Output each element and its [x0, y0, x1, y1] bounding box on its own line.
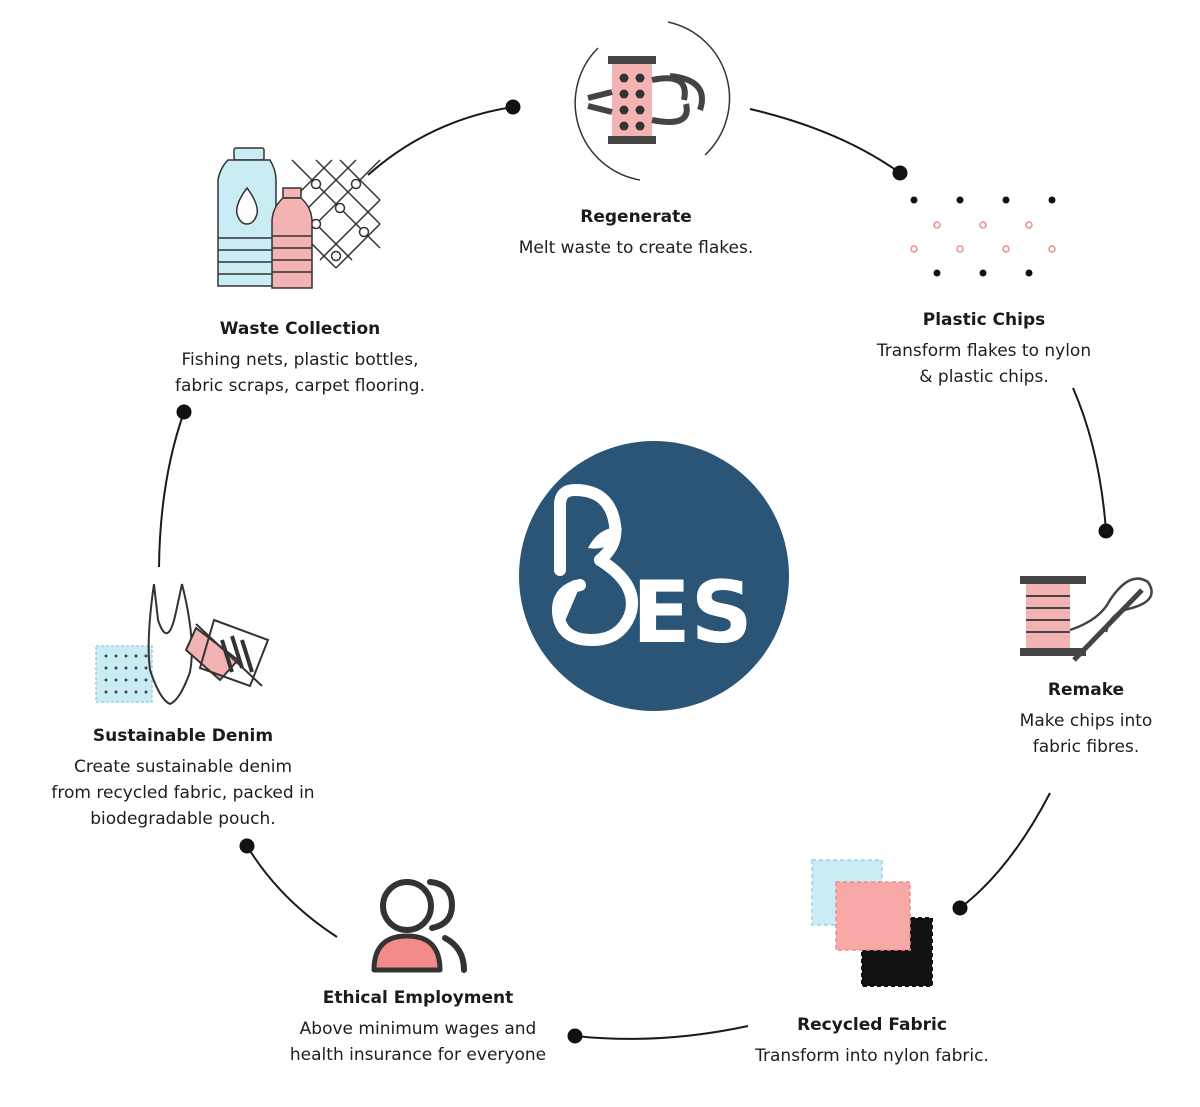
- step-description: Above minimum wages and health insurance…: [289, 1019, 547, 1065]
- logo-text: ES: [632, 563, 753, 663]
- step-remake: Remake Make chips into fabric fibres.: [986, 680, 1186, 760]
- swimsuit-sewing-icon: [95, 583, 270, 706]
- step-title: Plastic Chips: [922, 310, 1046, 330]
- step-title: Remake: [1047, 680, 1125, 700]
- step-title: Regenerate: [580, 207, 692, 227]
- step-title: Recycled Fabric: [797, 1015, 947, 1035]
- connector-denim-to-waste: [158, 411, 185, 568]
- connector-dot: [505, 99, 521, 115]
- chips-icon: [910, 196, 1056, 277]
- people-icon: [371, 879, 467, 973]
- connector-chips-to-remake: [1072, 387, 1107, 532]
- step-title: Waste Collection: [219, 319, 381, 339]
- step-description: Transform into nylon fabric.: [755, 1046, 989, 1066]
- step-title: Ethical Employment: [322, 988, 514, 1008]
- step-description: Make chips into fabric fibres.: [1019, 711, 1153, 757]
- cycle-connectors: [158, 106, 1107, 1040]
- connector-dots: [176, 99, 1114, 1044]
- step-sustainable-denim: Sustainable Denim Create sustainable den…: [18, 726, 348, 832]
- connector-regenerate-to-chips: [749, 108, 901, 174]
- leaf-icon: [588, 527, 622, 549]
- connector-dot: [892, 165, 908, 181]
- step-description: Melt waste to create flakes.: [518, 238, 754, 258]
- fabric-swatches-icon: [811, 859, 933, 987]
- connector-dot: [567, 1028, 583, 1044]
- step-description: Create sustainable denim from recycled f…: [51, 757, 315, 829]
- step-regenerate: Regenerate Melt waste to create flakes.: [486, 207, 786, 261]
- step-recycled-fabric: Recycled Fabric Transform into nylon fab…: [722, 1015, 1022, 1069]
- logo-figure-icon: [551, 483, 638, 647]
- center-logo: ES: [519, 441, 789, 711]
- step-ethical-employment: Ethical Employment Above minimum wages a…: [258, 988, 578, 1068]
- extruder-icon: [574, 21, 731, 181]
- connector-waste-to-regenerate: [367, 106, 514, 176]
- step-description: Fishing nets, plastic bottles, fabric sc…: [175, 350, 425, 396]
- step-description: Transform flakes to nylon & plastic chip…: [876, 341, 1092, 387]
- connector-dot: [239, 838, 255, 854]
- connector-remake-to-fabric: [959, 792, 1051, 909]
- step-plastic-chips: Plastic Chips Transform flakes to nylon …: [834, 310, 1134, 390]
- connector-employment-to-denim: [246, 845, 338, 938]
- step-waste-collection: Waste Collection Fishing nets, plastic b…: [140, 319, 460, 399]
- bottles-net-icon: [217, 147, 381, 289]
- connector-dot: [1098, 523, 1114, 539]
- step-title: Sustainable Denim: [92, 726, 274, 746]
- thread-spool-icon: [1020, 576, 1153, 662]
- connector-fabric-to-employment: [574, 1025, 749, 1040]
- connector-dot: [952, 900, 968, 916]
- connector-dot: [176, 404, 192, 420]
